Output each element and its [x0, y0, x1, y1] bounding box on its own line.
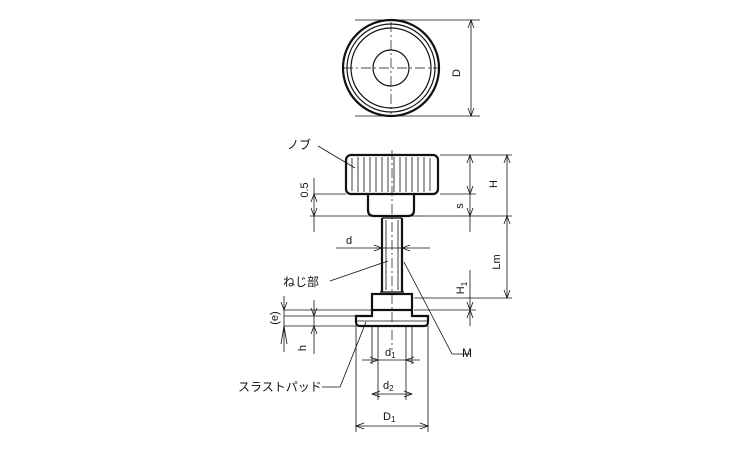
dim-D1-label: D1	[383, 411, 396, 424]
dim-D-arrow-up	[467, 18, 475, 29]
dim-Lm-label: Lm	[491, 254, 503, 269]
M-leader	[403, 261, 470, 355]
dim-H-label: H	[488, 180, 500, 188]
dim-d1-label: d1	[385, 347, 396, 360]
dim-05-label: 0.5	[299, 182, 311, 197]
dim-d-label: d	[346, 235, 352, 247]
dim-e-label: (e)	[269, 311, 281, 324]
knob-label: ノブ	[287, 137, 311, 152]
thread-leader	[329, 260, 389, 282]
dim-D-arrow-down	[467, 107, 475, 118]
dim-h-label: h	[297, 345, 309, 351]
knob-leader	[317, 145, 356, 169]
thrust-pad-body	[354, 310, 430, 328]
dim-s-label: s	[454, 203, 466, 209]
thrust-pad-label: スラストパッド	[238, 380, 322, 394]
top-view: D	[341, 18, 480, 118]
thread-label: ねじ部	[283, 274, 319, 289]
M-label: M	[462, 346, 472, 360]
side-view: H s Lm H1 0.5 d (e) h	[238, 137, 512, 432]
collar-body	[370, 292, 414, 312]
dim-D-label: D	[451, 69, 463, 77]
dim-d2-label: d2	[383, 380, 394, 393]
knob-neck	[366, 194, 416, 218]
thrust-pad-leader	[322, 321, 367, 388]
knob-knurling	[351, 157, 431, 192]
dim-H1-label: H1	[455, 281, 469, 294]
